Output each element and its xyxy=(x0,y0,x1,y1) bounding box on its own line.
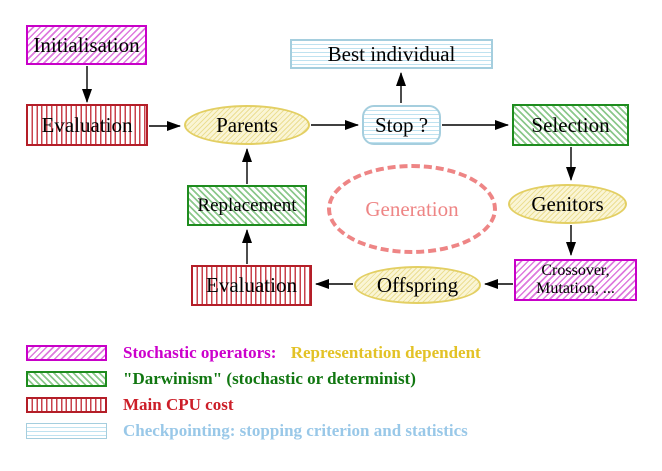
node-selection: Selection xyxy=(512,104,629,146)
node-evaluation-bottom: Evaluation xyxy=(191,265,312,306)
legend-swatch-cyan-stripes xyxy=(26,423,107,439)
legend-swatch-green-hatch xyxy=(26,371,107,387)
legend-label-main-cpu-cost: Main CPU cost xyxy=(123,395,234,414)
crossover-line2: Mutation, ... xyxy=(536,280,615,297)
legend-swatch-red-stripes xyxy=(26,397,107,413)
node-stop: Stop ? xyxy=(362,105,441,145)
node-replacement: Replacement xyxy=(187,185,307,226)
node-generation-loop: Generation xyxy=(327,164,497,254)
node-parents: Parents xyxy=(184,105,310,145)
node-crossover-mutation: Crossover, Mutation, ... xyxy=(514,259,637,301)
legend-label-stochastic-operators: Stochastic operators: xyxy=(123,343,277,362)
legend-label-darwinism: "Darwinism" (stochastic or determinist) xyxy=(123,369,416,388)
crossover-line1: Crossover, xyxy=(541,261,610,279)
node-genitors: Genitors xyxy=(508,184,627,224)
legend-label-representation-dependent: Representation dependent xyxy=(290,343,481,362)
node-initialisation: Initialisation xyxy=(26,25,147,65)
legend-row-darwinism: "Darwinism" (stochastic or determinist) xyxy=(26,369,416,388)
legend-swatch-magenta-hatch xyxy=(26,345,107,361)
legend-row-checkpointing: Checkpointing: stopping criterion and st… xyxy=(26,421,468,440)
legend-row-main-cpu-cost: Main CPU cost xyxy=(26,395,234,414)
legend-row-stochastic-operators: Stochastic operators: Representation dep… xyxy=(26,343,481,362)
node-evaluation-top: Evaluation xyxy=(26,104,148,146)
legend-label-checkpointing: Checkpointing: stopping criterion and st… xyxy=(123,421,468,440)
node-best-individual: Best individual xyxy=(290,39,493,69)
node-offspring: Offspring xyxy=(354,266,481,304)
